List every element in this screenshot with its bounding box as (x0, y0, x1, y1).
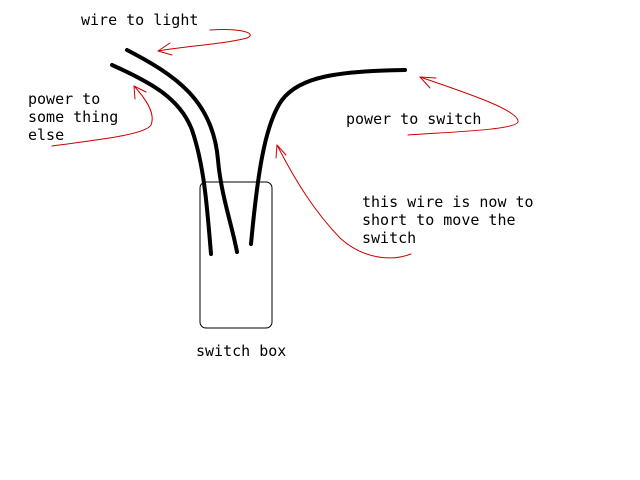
wire-to-light (125, 48, 239, 254)
label-switch-box: switch box (196, 342, 287, 360)
label-wire-too-short: this wire is now to short to move the sw… (362, 193, 534, 247)
label-power-to-something-else: power to some thing else (28, 90, 119, 144)
arrow-wire-too-short (275, 144, 412, 259)
switch-box-outline (199, 181, 273, 329)
wire-end-left (209, 252, 213, 256)
wire-power-to-something-else (110, 63, 213, 256)
arrow-wire-to-light (157, 29, 251, 56)
wire-power-to-switch (249, 68, 407, 246)
wire-end-middle (235, 250, 239, 254)
arrow-power-to-switch (407, 76, 519, 136)
arrow-power-to-something-else (51, 85, 153, 147)
label-power-to-switch: power to switch (346, 110, 482, 128)
label-wire-to-light: wire to light (81, 11, 199, 29)
wire-end-right (249, 242, 253, 246)
